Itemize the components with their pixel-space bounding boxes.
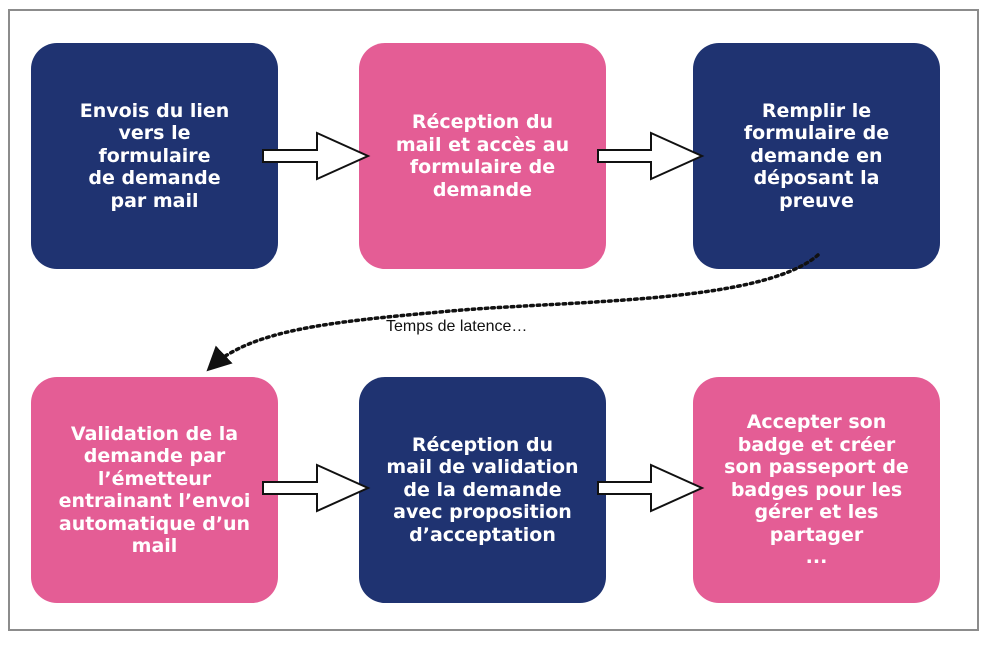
step-3-text: Remplir le formulaire de demande en dépo…: [743, 99, 890, 212]
step-5-text: Réception du mail de validation de la de…: [386, 433, 579, 546]
dotted-arrow-step3-to-step4: [206, 253, 820, 372]
step-2-receive-mail: Réception du mail et accès au formulaire…: [359, 43, 606, 269]
arrow-step1-to-step2: [262, 131, 371, 181]
step-4-text: Validation de la demande par l’émetteur …: [58, 422, 251, 558]
step-6-text: Accepter son badge et créer son passepor…: [724, 411, 909, 569]
step-1-send-link: Envois du lien vers le formulaire de dem…: [31, 43, 278, 269]
step-1-text: Envois du lien vers le formulaire de dem…: [79, 99, 230, 212]
diagram-frame: [8, 9, 979, 631]
step-2-text: Réception du mail et accès au formulaire…: [395, 111, 570, 201]
arrow-step2-to-step3: [597, 131, 705, 181]
step-6-accept-badge: Accepter son badge et créer son passepor…: [693, 377, 940, 603]
step-4-validation: Validation de la demande par l’émetteur …: [31, 377, 278, 603]
latency-label: Temps de latence…: [386, 318, 528, 335]
arrow-step4-to-step5: [262, 463, 371, 513]
step-3-fill-form: Remplir le formulaire de demande en dépo…: [693, 43, 940, 269]
step-5-receive-validation: Réception du mail de validation de la de…: [359, 377, 606, 603]
arrow-step5-to-step6: [597, 463, 705, 513]
